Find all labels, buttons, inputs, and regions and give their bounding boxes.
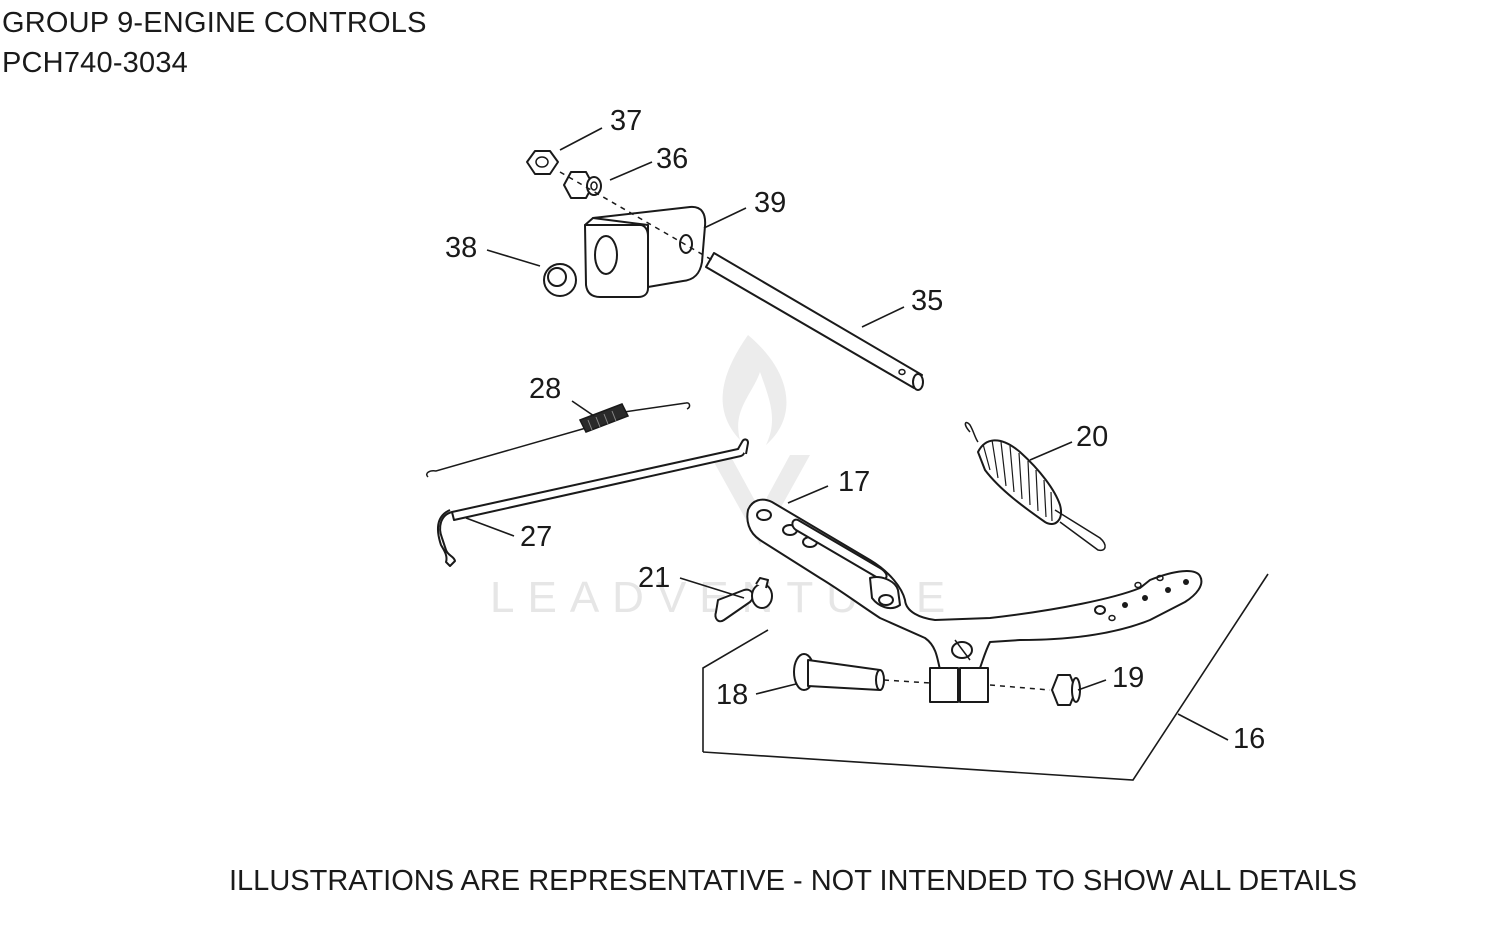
part-39-bracket — [584, 205, 707, 298]
part-35-shaft — [705, 252, 924, 391]
leader-lines — [465, 127, 1229, 741]
callout-36: 36 — [656, 143, 688, 175]
alignment-line-2 — [883, 679, 931, 684]
callout-39: 39 — [754, 187, 786, 219]
model-code: PCH740-3034 — [2, 47, 188, 79]
page-title: GROUP 9-ENGINE CONTROLS — [2, 7, 427, 39]
part-17-lever-arm — [746, 498, 1203, 671]
alignment-line-3 — [989, 684, 1051, 691]
assembly-bracket-left — [702, 629, 769, 752]
disclaimer-text: ILLUSTRATIONS ARE REPRESENTATIVE - NOT I… — [229, 865, 1358, 897]
callout-38: 38 — [445, 232, 477, 264]
callout-21: 21 — [638, 562, 670, 594]
callout-17: 17 — [838, 466, 870, 498]
part-18-bolt — [793, 653, 885, 691]
callout-18: 18 — [716, 679, 748, 711]
callout-37: 37 — [610, 105, 642, 137]
part-27-throttle-rod — [436, 438, 749, 567]
callout-28: 28 — [529, 373, 561, 405]
part-37-nut — [526, 150, 559, 175]
part-38-bushing — [543, 263, 577, 297]
part-28-spring-rod — [425, 402, 691, 478]
callout-35: 35 — [911, 285, 943, 317]
callout-27: 27 — [520, 521, 552, 553]
assembly-bracket-right — [702, 573, 1269, 781]
part-pivot-clevis — [929, 639, 989, 703]
watermark-logo-icon — [710, 335, 810, 545]
part-20-spring — [964, 421, 1106, 552]
part-19-nut — [1051, 674, 1081, 706]
part-36-flange-nut — [563, 171, 602, 199]
callout-19: 19 — [1112, 662, 1144, 694]
callout-16: 16 — [1233, 723, 1265, 755]
callout-20: 20 — [1076, 421, 1108, 453]
